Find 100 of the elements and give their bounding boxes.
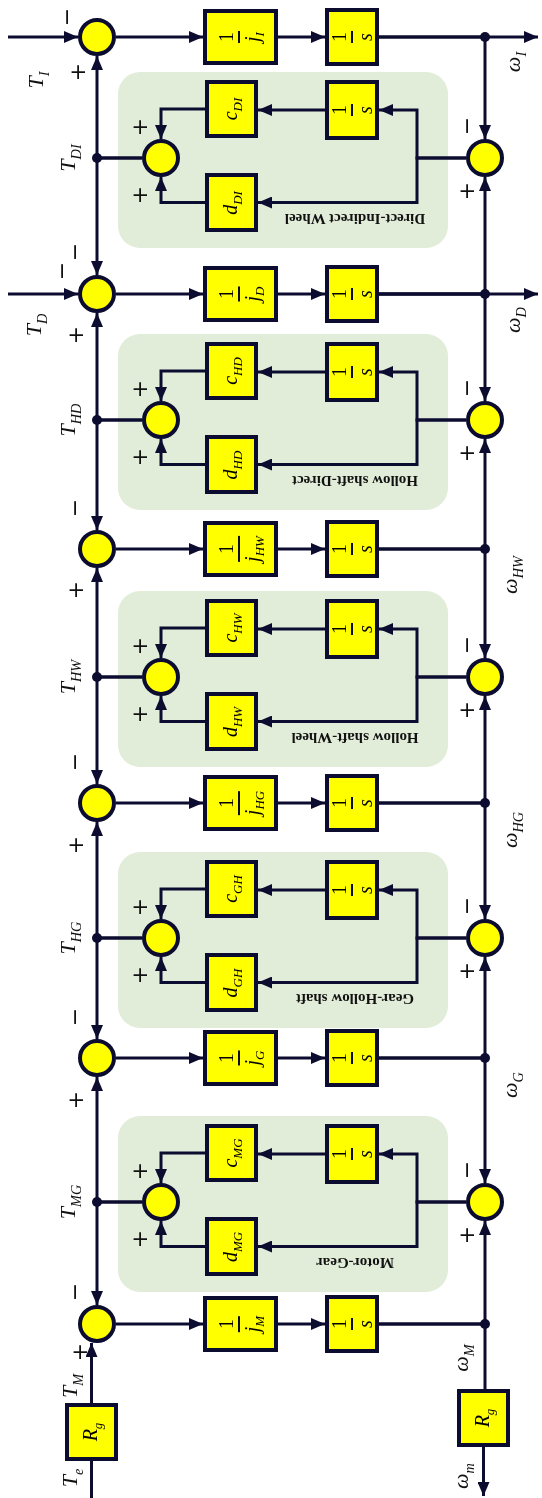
- arrow: [155, 369, 205, 401]
- arrow: [155, 1221, 205, 1248]
- inertia-block: [203, 1030, 278, 1086]
- sign-label: +: [456, 1225, 478, 1245]
- fraction-numerator: 1: [215, 798, 236, 808]
- arrow: [116, 31, 203, 43]
- inertia-block: [203, 266, 278, 322]
- sign-label: +: [456, 181, 478, 201]
- integrator-block: [325, 1295, 379, 1353]
- stiffness-gain-block: [205, 599, 258, 657]
- arrow: [116, 797, 203, 809]
- arrow: [155, 107, 205, 139]
- sign-label: −: [456, 378, 478, 398]
- sign-label: −: [456, 635, 478, 655]
- arrow: [116, 1052, 203, 1064]
- fraction-numerator: 1: [329, 32, 349, 42]
- damping-gain-block: [205, 173, 258, 232]
- integrator-block: [325, 8, 379, 66]
- arrow: [258, 1148, 325, 1160]
- arrow: [258, 156, 466, 209]
- integrator-block: [325, 860, 379, 920]
- summing-junction: [78, 784, 116, 822]
- sign-label: −: [64, 752, 86, 772]
- sign-label: −: [64, 1282, 86, 1302]
- fraction-numerator: 1: [329, 544, 349, 554]
- sign-label: +: [456, 443, 478, 463]
- fraction-numerator: 1: [329, 1319, 349, 1329]
- group-title: Direct-Indirect Wheel: [283, 210, 427, 228]
- stiffness-gain-block: [205, 342, 258, 400]
- arrow: [91, 936, 142, 1039]
- sign-label: +: [129, 636, 151, 656]
- sign-label: +: [129, 185, 151, 205]
- integrator-block: [325, 80, 379, 140]
- arrow: [258, 884, 325, 896]
- fraction-numerator: 1: [329, 367, 349, 377]
- summing-junction: [78, 1305, 116, 1343]
- arrow: [91, 156, 142, 275]
- fraction-numerator: 1: [215, 32, 236, 42]
- coupling-panel: [118, 334, 448, 510]
- integrator-block: [325, 774, 379, 832]
- fraction-numerator: 1: [329, 798, 349, 808]
- arrow: [258, 623, 325, 635]
- summing-junction: [142, 401, 180, 439]
- sign-label: +: [65, 835, 87, 855]
- gear-ratio-block: [65, 1403, 118, 1461]
- damping-gain-block: [205, 692, 258, 751]
- summing-junction: [466, 401, 504, 439]
- arrow: [155, 1151, 205, 1183]
- connector-line: [379, 1322, 487, 1389]
- arrow: [85, 1343, 98, 1403]
- arrow: [278, 543, 325, 555]
- sign-label: +: [69, 1342, 91, 1362]
- fraction-numerator: 1: [215, 1053, 236, 1063]
- arrow: [155, 696, 205, 723]
- fraction-numerator: 1: [329, 1149, 349, 1159]
- sign-label: +: [129, 379, 151, 399]
- fraction-numerator: 1: [215, 1319, 236, 1329]
- sign-label: −: [64, 1007, 86, 1027]
- integrator-block: [325, 520, 379, 578]
- arrow: [91, 1200, 142, 1305]
- inertia-block: [203, 775, 278, 831]
- stiffness-gain-block: [205, 860, 258, 918]
- damping-gain-block: [205, 435, 258, 494]
- damping-gain-block: [205, 1217, 258, 1276]
- coupling-panel: [118, 72, 448, 248]
- arrow: [155, 887, 205, 919]
- arrow: [258, 1200, 466, 1253]
- summing-junction: [78, 1039, 116, 1077]
- fraction-numerator: 1: [329, 1053, 349, 1063]
- fraction-numerator: 1: [329, 289, 349, 299]
- arrow: [155, 439, 205, 466]
- fraction-denominator: s: [355, 368, 375, 376]
- arrow: [91, 675, 142, 784]
- sign-label: +: [65, 1090, 87, 1110]
- sign-label: −: [64, 498, 86, 518]
- summing-junction: [142, 658, 180, 696]
- fraction-denominator: s: [355, 1320, 375, 1328]
- coupling-panel: [118, 1116, 448, 1292]
- arrow: [8, 288, 78, 300]
- arrow: [155, 957, 205, 984]
- arrow: [278, 1318, 325, 1330]
- sign-label: +: [129, 1161, 151, 1181]
- arrow: [379, 1056, 491, 1183]
- integrator-block: [325, 599, 379, 659]
- fraction-denominator: s: [355, 1150, 375, 1158]
- summing-junction: [142, 139, 180, 177]
- sign-label: +: [129, 117, 151, 137]
- arrow: [379, 31, 538, 43]
- sign-label: +: [129, 447, 151, 467]
- sign-label: −: [456, 1160, 478, 1180]
- fraction-denominator: s: [355, 290, 375, 298]
- arrow: [116, 543, 203, 555]
- integrator-block: [325, 342, 379, 402]
- fraction-numerator: 1: [329, 624, 349, 634]
- stiffness-gain-block: [205, 80, 258, 138]
- arrow: [258, 104, 325, 116]
- group-title: Hollow shaft-Direct: [291, 472, 419, 490]
- coupling-panel: [118, 591, 448, 767]
- fraction-numerator: 1: [215, 289, 236, 299]
- arrow: [258, 936, 466, 989]
